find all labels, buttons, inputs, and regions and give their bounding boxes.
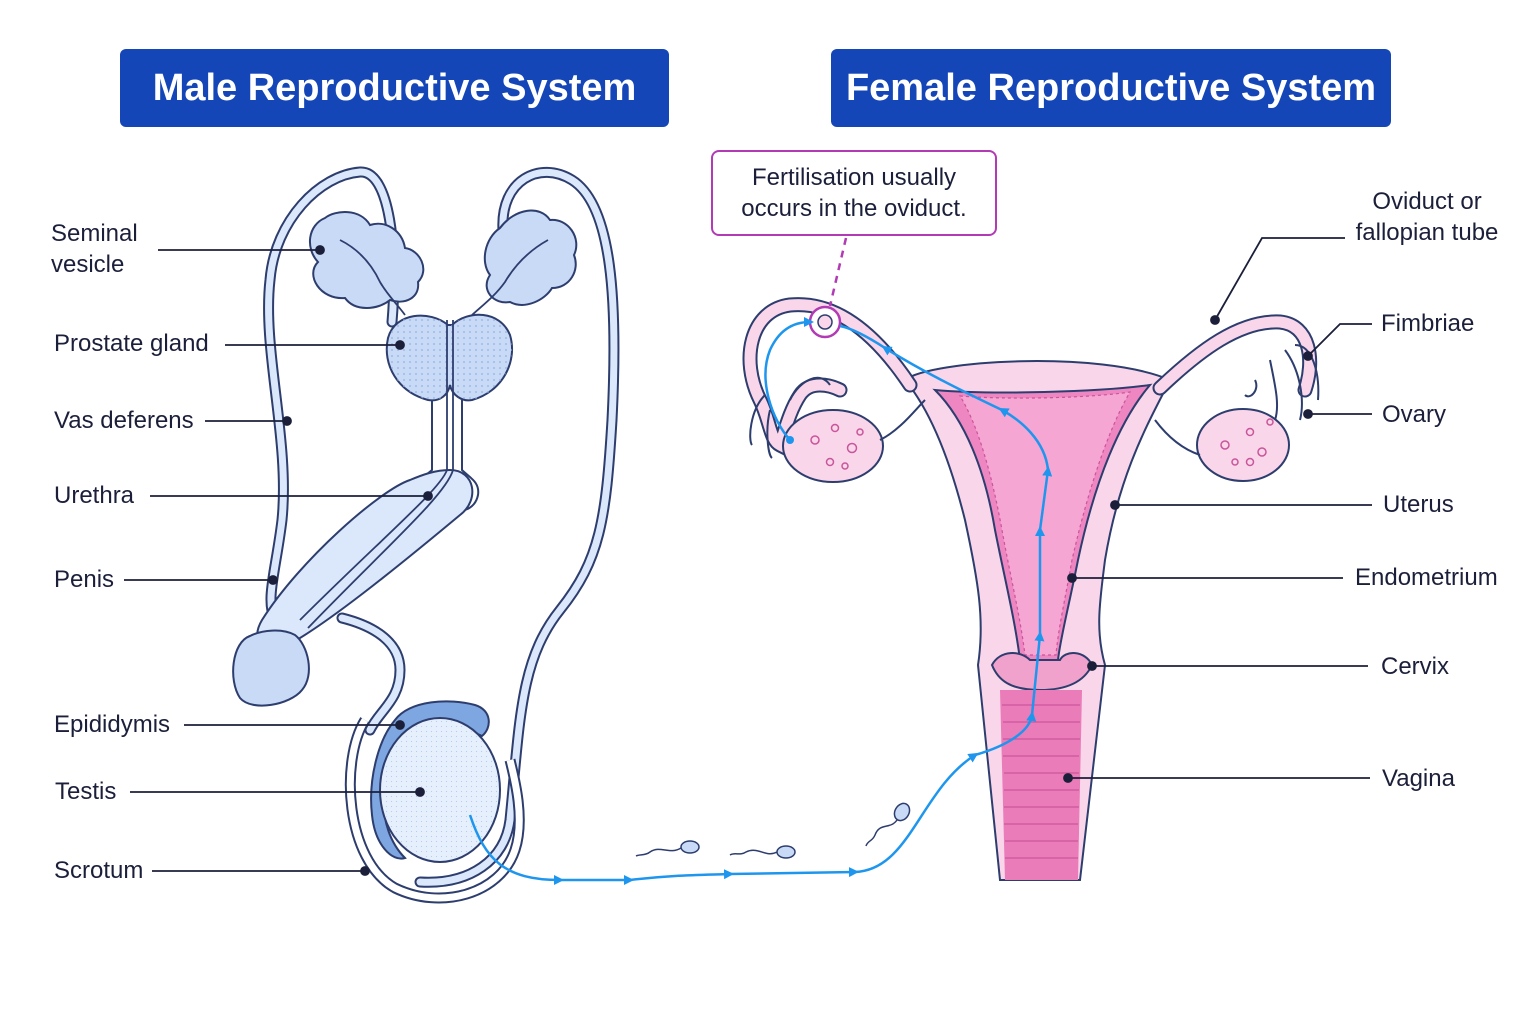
male-anatomy [232,166,620,904]
label-oviduct: Oviduct or fallopian tube [1355,188,1499,246]
label-scrotum: Scrotum [54,857,144,884]
label-prostate-gland: Prostate gland [54,330,209,357]
label-testis: Testis [55,778,117,805]
seminal-vesicle-right [483,209,578,306]
label-uterus: Uterus [1383,491,1454,518]
sperm-cells [635,802,911,859]
vagina [1000,690,1082,880]
label-vas-deferens: Vas deferens [54,407,194,434]
label-cervix: Cervix [1381,653,1450,680]
female-anatomy [742,297,1320,881]
ovary-right [1196,408,1290,482]
glans [232,629,310,707]
female-leaders [1063,237,1372,783]
female-title-banner: Female Reproductive System [831,49,1391,127]
fimbriae-right [1244,344,1320,421]
label-urethra: Urethra [54,482,135,509]
sperm-3 [865,802,911,847]
sperm-1 [635,840,700,857]
label-endometrium: Endometrium [1355,564,1498,591]
callout-line-1: Fertilisation usually [751,164,957,191]
label-epididymis: Epididymis [54,711,171,738]
callout-line-2: occurs in the oviduct. [741,195,967,222]
label-fimbriae: Fimbriae [1381,310,1475,337]
fertilisation-callout: Fertilisation usually occurs in the ovid… [711,150,997,236]
sperm-2 [729,845,796,859]
fimbriae-left [749,376,831,459]
male-title-banner: Male Reproductive System [120,49,669,127]
label-penis: Penis [54,566,115,593]
ovary-left [782,409,884,483]
sperm-path-start [786,436,794,444]
urethra [299,320,448,621]
label-seminal-vesicle: Seminal vesicle [51,220,138,278]
label-vagina: Vagina [1382,765,1455,792]
label-ovary: Ovary [1382,401,1447,428]
callout-connector [828,237,848,307]
male-leaders [124,245,433,876]
sperm-path [468,317,1053,885]
